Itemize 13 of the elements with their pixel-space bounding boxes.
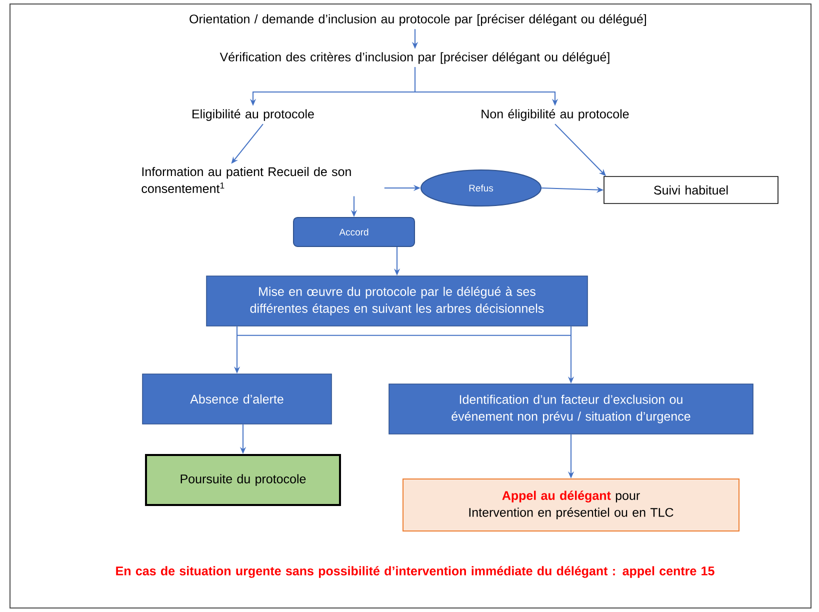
warning-note: En cas de situation urgente sans possibilité d’intervention immédiate du délégant : appel centre 15 <box>116 566 714 578</box>
process-box: Poursuite du protocole <box>145 454 341 506</box>
process-box: Identification d’un facteur d’exclusion ou événement non prévu / situation d’urgence <box>388 384 754 434</box>
process-box: Suivi habituel <box>604 176 778 204</box>
process-box: Absence d’alerte <box>142 374 332 424</box>
step-text: Information au patient Recueil de son consentement$^{1}$ <box>142 166 351 194</box>
process-box: Mise en œuvre du protocole par le délégué à ses différentes étapes en suivant les arbres décisionnels <box>206 276 588 326</box>
process-box: Appel au délégant pour Intervention en présentiel ou en TLC <box>402 478 740 532</box>
step-text: Vérification des critères d’inclusion par [préciser délégant ou délégué] <box>220 52 610 64</box>
step-text: Eligibilité au protocole <box>192 109 314 121</box>
step-text: Non éligibilité au protocole <box>482 109 629 121</box>
step-text: Orientation / demande d’inclusion au protocole par [préciser délégant ou délégué] <box>190 14 646 26</box>
process-box: Accord <box>293 217 415 247</box>
